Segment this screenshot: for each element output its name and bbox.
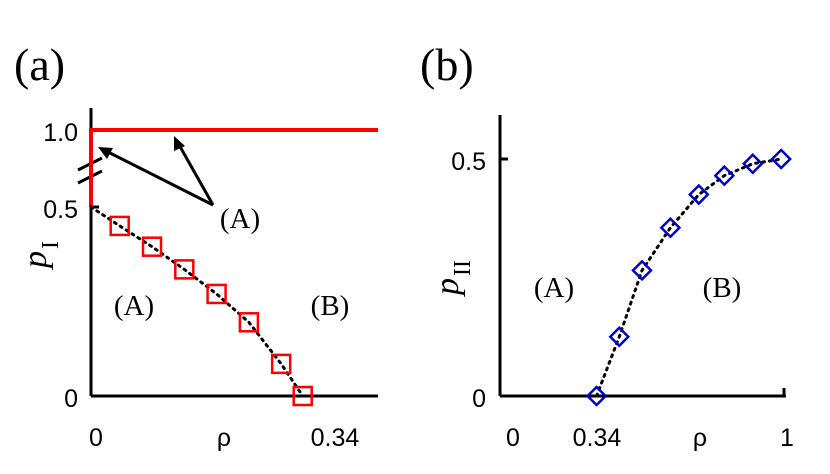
- panel-a-square-marker: [206, 283, 227, 305]
- panel-a-square-marker: [109, 215, 130, 237]
- panel-b-label: (b): [420, 39, 474, 90]
- panel-b-series: [585, 148, 792, 407]
- panel-a-arrowhead-1: [98, 147, 113, 159]
- panel-a-square-marker: [141, 236, 163, 257]
- panel-b-diamond-marker: [770, 148, 792, 170]
- panel-b-diamond-marker: [631, 259, 653, 282]
- panel-b-diamond-marker: [585, 385, 608, 407]
- panel-a-region-a: (A): [114, 290, 154, 322]
- panel-b-diamond-marker: [688, 183, 710, 206]
- panel-a-square-marker: [270, 353, 292, 375]
- panel-a-xtick-034: 0.34: [311, 424, 360, 452]
- panel-a-ytick-0: 0: [64, 385, 78, 413]
- panel-a-arrow-1: [103, 148, 214, 207]
- panel-a-square-marker: [238, 312, 260, 333]
- panel-a-ytick-1: 1.0: [43, 119, 78, 147]
- panel-a-region-b: (B): [311, 290, 350, 322]
- panel-a-series: [89, 128, 378, 407]
- panel-b-diamond-marker: [713, 164, 736, 187]
- panel-b-xtick-1: 1: [780, 424, 794, 452]
- panel-b-xlabel: ρ: [693, 424, 707, 452]
- panel-b-xtick-034: 0.34: [573, 424, 622, 452]
- panel-a-xlabel: ρ: [217, 424, 231, 452]
- panel-a-square-marker: [174, 259, 195, 280]
- panel-a-ylabel: pI: [17, 241, 64, 270]
- panel-a-ytick-05: 0.5: [43, 196, 78, 224]
- panel-a-arrow-2: [176, 142, 215, 206]
- panel-b-xtick-0: 0: [506, 424, 520, 452]
- panel-a: 1.0 0.5 0 0 0.34 ρ pI (A) (A) (B): [17, 108, 378, 452]
- panel-b-dotted-line: [595, 157, 783, 398]
- panel-a-xtick-0: 0: [89, 424, 103, 452]
- panel-a-dotted-line: [89, 205, 305, 398]
- panel-b-ylabel: pII: [429, 260, 476, 297]
- panel-b-region-b: (B): [703, 272, 742, 304]
- panel-b-ytick-05: 0.5: [451, 148, 486, 176]
- panel-b-diamond-marker: [741, 152, 764, 175]
- panel-a-region-arrow-label: (A): [220, 203, 260, 235]
- panel-b-ytick-0: 0: [472, 385, 486, 413]
- panel-b-diamond-marker: [608, 325, 631, 348]
- panel-a-solid-line: [89, 128, 378, 207]
- panel-a-arrowhead-2: [174, 136, 185, 151]
- panel-b: 0.5 0 0 0.34 1 ρ pII (A) (B): [429, 115, 794, 452]
- panel-a-square-marker: [292, 385, 313, 407]
- panel-b-diamond-marker: [659, 216, 682, 239]
- panel-b-region-a: (A): [534, 272, 574, 304]
- panel-a-label: (a): [14, 39, 65, 90]
